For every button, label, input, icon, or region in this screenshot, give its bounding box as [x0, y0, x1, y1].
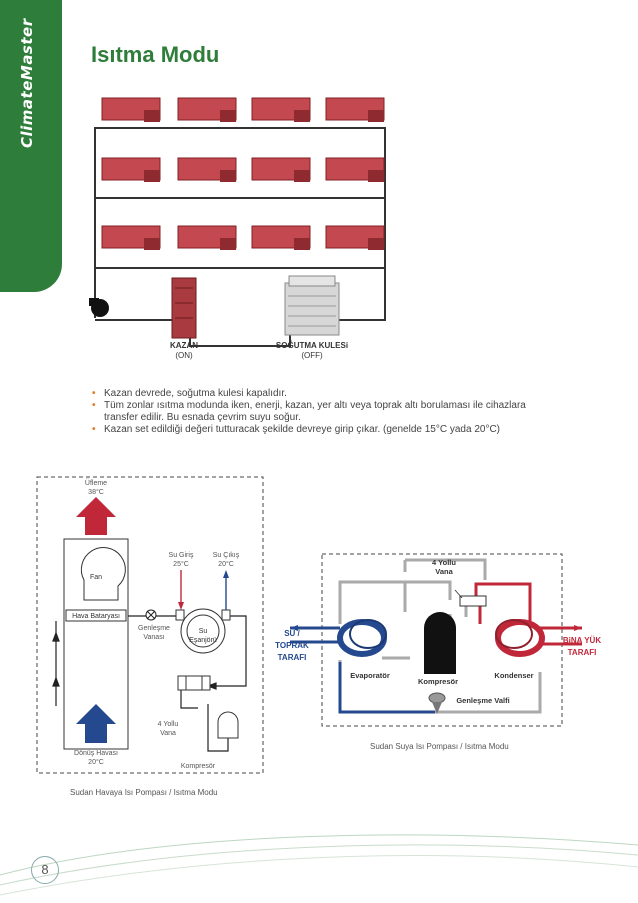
- return-arrow-icon: [76, 704, 116, 743]
- brand-logo: ClimateMaster: [18, 18, 36, 148]
- supply-arrow-icon: [76, 497, 116, 535]
- valve-1: 4 Yollu: [158, 721, 179, 728]
- heat-exchanger-icon: [175, 608, 231, 654]
- list-item: transfer edilir. Bu esnada çevrim suyu s…: [104, 412, 301, 423]
- building-loop-diagram: KAZAN (ON) SOĞUTMA KULESi (OFF): [89, 97, 386, 378]
- return-2: 20°C: [88, 758, 104, 766]
- bullet-list: •Kazan devrede, soğutma kulesi kapalıdır…: [92, 388, 572, 436]
- water-out-label: Su Çıkış: [213, 552, 240, 559]
- left-label-1: SU /: [284, 629, 300, 638]
- boiler-icon: [171, 277, 197, 339]
- tower-state: (OFF): [301, 351, 323, 360]
- water-diagram-caption: Sudan Suya Isı Pompası / Isıtma Modu: [370, 742, 509, 751]
- valve-2: Vana: [160, 730, 176, 737]
- coil-box: [65, 609, 127, 622]
- water-in-label: Su Giriş: [169, 552, 194, 559]
- page-number: 8: [31, 856, 59, 884]
- pump-icon: [89, 298, 109, 317]
- boiler-label: KAZAN: [170, 341, 198, 350]
- supply-temp: 38°C: [88, 488, 104, 496]
- hx-1: Su: [199, 628, 208, 635]
- list-item: •Kazan set edildiği değeri tutturacak şe…: [92, 424, 500, 435]
- reversing-valve-icon: [177, 675, 211, 691]
- exp-valve-2: Vanası: [143, 634, 164, 641]
- expansion-valve-icon: [428, 692, 446, 714]
- unit-cabinet: [63, 538, 129, 750]
- right-label-1: BiNA YÜK: [563, 636, 601, 645]
- compressor-label: Kompresör: [181, 763, 216, 770]
- water-in-temp: 25°C: [173, 560, 189, 568]
- dashed-frame: [321, 553, 563, 727]
- fan-label: Fan: [90, 574, 102, 581]
- page-title: Isıtma Modu: [91, 42, 220, 67]
- water-to-water-diagram: 4 Yollu Vana SU / TOPRAK TARAFI BiNA YÜK…: [275, 553, 601, 727]
- water-in-arrow-icon: [178, 602, 184, 610]
- exp-valve-1: Genleşme: [138, 625, 170, 632]
- list-item: •Kazan devrede, soğutma kulesi kapalıdır…: [92, 388, 287, 399]
- return-1: Dönüş Havası: [74, 750, 118, 757]
- cooling-tower-icon: [284, 275, 340, 336]
- evaporator-coil-icon: [290, 619, 387, 657]
- boiler-state: (ON): [175, 351, 193, 360]
- air-diagram-caption: Sudan Havaya Isı Pompası / Isıtma Modu: [70, 788, 218, 797]
- evaporator-label: Evaporatör: [350, 671, 390, 680]
- water-out-temp: 20°C: [218, 560, 234, 568]
- dashed-frame: [36, 476, 264, 774]
- ww-valve-2: Vana: [435, 567, 453, 576]
- compressor-icon: [217, 711, 239, 739]
- ww-valve-1: 4 Yollu: [432, 558, 456, 567]
- brand-sidebar: ClimateMaster: [0, 0, 62, 292]
- left-label-3: TARAFI: [278, 653, 307, 662]
- reversing-valve-icon: [459, 595, 487, 607]
- decorative-swoosh: [0, 834, 638, 896]
- fan-icon: [80, 547, 126, 601]
- ww-compressor-label: Kompresör: [418, 677, 458, 686]
- compressor-icon: [424, 612, 456, 674]
- tower-label: SOĞUTMA KULESi: [276, 341, 348, 350]
- heat-pump-units: [101, 97, 385, 250]
- water-to-air-diagram: Üfleme 38°C Fan Hava Bataryası Genleşme …: [36, 476, 264, 774]
- right-label-2: TARAFI: [568, 648, 597, 657]
- condenser-coil-icon: [495, 619, 582, 657]
- expansion-label: Genleşme Valfi: [456, 696, 509, 705]
- hx-2: Eşanjörü: [189, 637, 217, 644]
- list-item: •Tüm zonlar ısıtma modunda iken, enerji,…: [92, 400, 526, 411]
- coil-label: Hava Bataryası: [72, 613, 120, 620]
- supply-label: Üfleme: [85, 479, 107, 487]
- water-out-arrow-icon: [223, 570, 229, 578]
- condenser-label: Kondenser: [494, 671, 533, 680]
- expansion-valve-icon: [145, 609, 157, 621]
- left-label-2: TOPRAK: [275, 641, 309, 650]
